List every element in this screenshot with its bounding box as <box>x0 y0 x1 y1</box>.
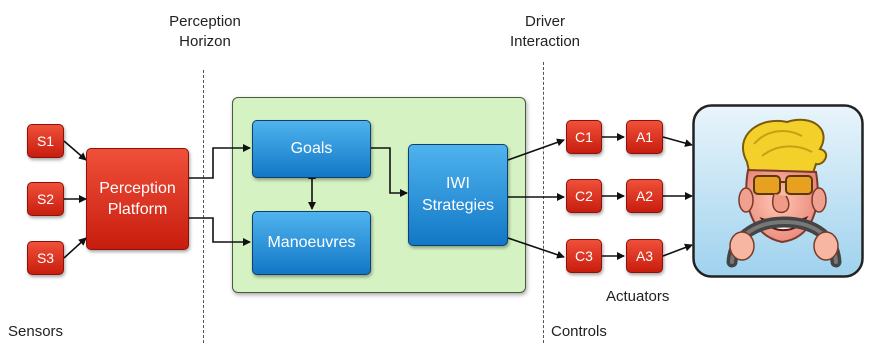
manoeuvres-box: Manoeuvres <box>252 211 371 275</box>
control-c1-label: C1 <box>575 129 593 145</box>
actuator-a3: A3 <box>626 239 663 273</box>
control-c3-label: C3 <box>575 248 593 264</box>
actuator-a1: A1 <box>626 120 663 154</box>
control-c3: C3 <box>566 239 602 273</box>
arrow-iwi-c1 <box>507 138 565 161</box>
sunglasses-icon <box>753 175 813 195</box>
arrow-s3-platform <box>63 237 87 259</box>
actuator-a1-label: A1 <box>635 129 654 145</box>
perception-horizon-divider <box>203 70 204 343</box>
driver-hair <box>742 118 828 177</box>
iwi-strategies-box: IWI Strategies <box>408 144 508 246</box>
iwi-line1: IWI <box>445 175 470 192</box>
driver-interaction-divider <box>543 62 544 343</box>
arrow-platform-manoeuvres <box>189 217 251 246</box>
sensor-s3: S3 <box>27 241 64 275</box>
arrow-goals-iwi <box>371 147 408 197</box>
actuators-label: Actuators <box>606 288 670 305</box>
driver-interaction-label: Driver Interaction <box>490 12 600 52</box>
actuator-a3-label: A3 <box>635 248 654 264</box>
controls-label: Controls <box>551 323 607 340</box>
iwi-line2: Strategies <box>421 197 495 214</box>
sensor-s2-label: S2 <box>36 191 55 207</box>
sensor-s3-label: S3 <box>36 250 55 266</box>
perception-platform-line2: Platform <box>107 201 168 218</box>
actuator-a2-label: A2 <box>635 188 654 204</box>
sensor-s2: S2 <box>27 182 64 216</box>
manoeuvres-label: Manoeuvres <box>267 234 356 251</box>
perception-platform-line1: Perception <box>99 180 176 197</box>
driver-interaction-line2: Interaction <box>509 33 581 50</box>
perception-horizon-line1: Perception <box>169 13 241 30</box>
driver-illustration <box>692 104 864 278</box>
arrow-s1-platform <box>63 140 87 161</box>
sensor-s1: S1 <box>27 124 64 158</box>
actuator-a2: A2 <box>626 179 663 213</box>
arrow-a1-driver <box>662 136 693 147</box>
control-c1: C1 <box>566 120 602 154</box>
goals-box: Goals <box>252 120 371 178</box>
arrow-a3-driver <box>662 243 693 257</box>
goals-label: Goals <box>290 140 333 157</box>
control-c2: C2 <box>566 179 602 213</box>
arrow-iwi-c3 <box>507 237 565 259</box>
arrow-platform-goals <box>189 144 251 179</box>
perception-horizon-label: Perception Horizon <box>150 12 260 52</box>
perception-horizon-line2: Horizon <box>179 33 231 50</box>
sensors-label: Sensors <box>8 323 64 340</box>
perception-platform: Perception Platform <box>86 148 189 250</box>
sensor-s1-label: S1 <box>36 133 55 149</box>
control-c2-label: C2 <box>575 188 593 204</box>
driver-interaction-line1: Driver <box>525 13 565 30</box>
